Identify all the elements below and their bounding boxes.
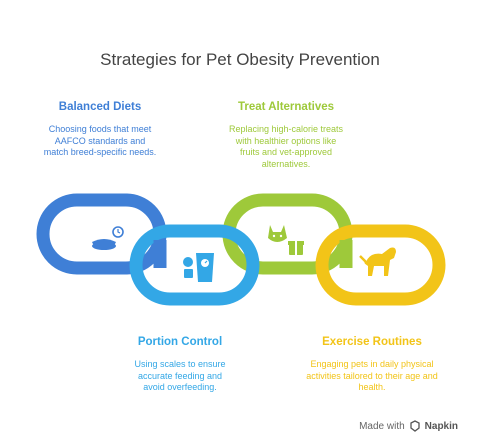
page-title: Strategies for Pet Obesity Prevention	[100, 50, 380, 69]
dog-icon	[359, 247, 396, 276]
heading-portion-control: Portion Control	[137, 336, 223, 348]
label-portion-control: Portion Control Using scales to ensure a…	[80, 336, 280, 394]
footer-prefix: Made with	[359, 420, 405, 432]
chain-link-portion	[129, 224, 260, 306]
heading-treat-alternatives: Treat Alternatives	[237, 101, 335, 113]
description-exercise-routines: Engaging pets in daily physical activiti…	[306, 359, 438, 392]
label-treat-alternatives: Treat Alternatives Replacing high-calori…	[186, 101, 386, 170]
label-balanced-diets: Balanced Diets Choosing foods that meet …	[0, 101, 200, 159]
label-exercise-routines: Exercise Routines Engaging pets in daily…	[272, 336, 472, 394]
scale-icon	[183, 253, 214, 282]
description-balanced-diets: Choosing foods that meet AAFCO standards…	[43, 124, 157, 157]
footer-watermark: Made with Napkin	[359, 420, 458, 432]
chain-link-exercise	[315, 224, 446, 306]
cat-gift-icon	[268, 225, 304, 255]
napkin-logo-icon	[410, 420, 420, 432]
description-portion-control: Using scales to ensure accurate feeding …	[134, 359, 226, 392]
heading-balanced-diets: Balanced Diets	[58, 101, 142, 113]
footer-brand: Napkin	[424, 420, 458, 432]
pet-food-bowl-icon	[92, 226, 124, 250]
heading-exercise-routines: Exercise Routines	[322, 336, 422, 348]
description-treat-alternatives: Replacing high-calorie treats with healt…	[228, 124, 344, 169]
